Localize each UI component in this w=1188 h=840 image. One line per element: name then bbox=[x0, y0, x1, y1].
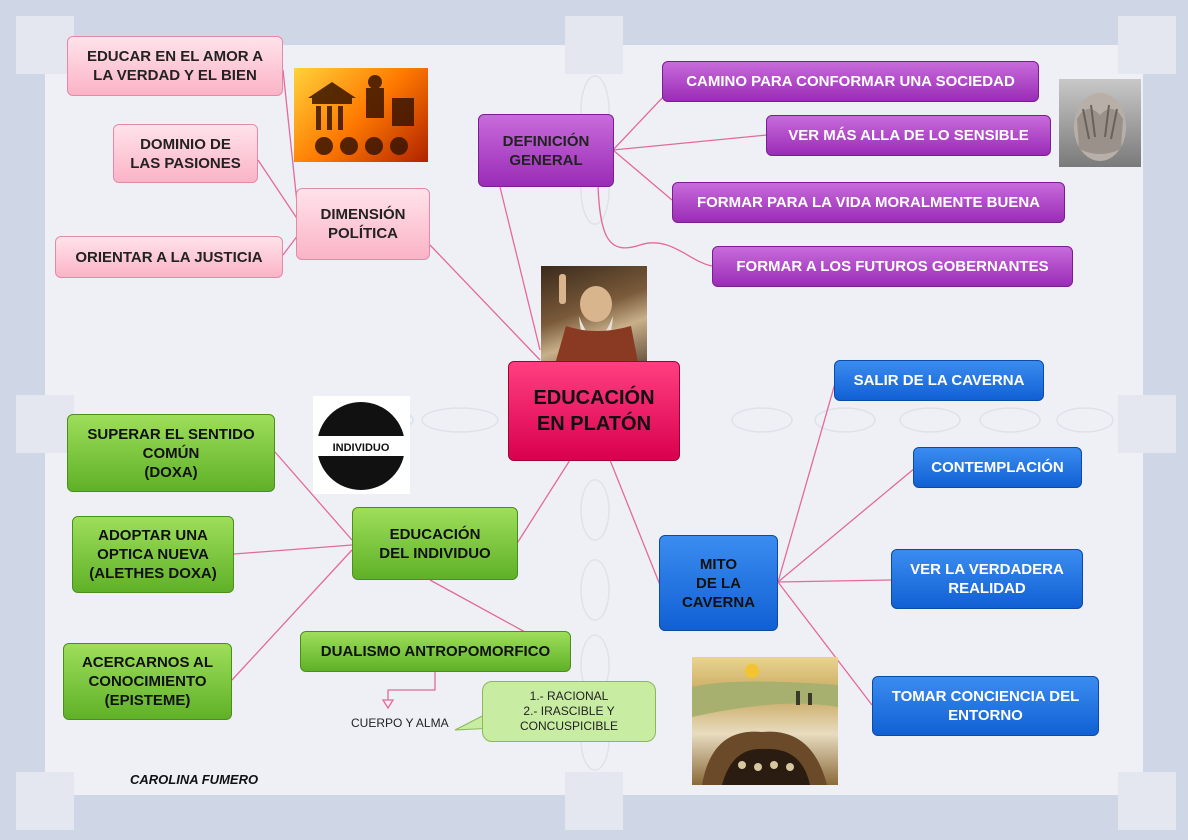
frame-corner bbox=[16, 395, 74, 453]
callout-line1: 1.- RACIONAL bbox=[529, 689, 609, 703]
mito-item-realidad[interactable]: VER LA VERDADERA REALIDAD bbox=[891, 549, 1083, 609]
dimension-politica-node[interactable]: DIMENSIÓN POLÍTICA bbox=[296, 188, 430, 260]
mito-item-realidad-line2: REALIDAD bbox=[948, 580, 1026, 597]
definicion-item-sensible[interactable]: VER MÁS ALLA DE LO SENSIBLE bbox=[766, 115, 1051, 156]
individuo-item-doxa-line3: (DOXA) bbox=[144, 463, 198, 481]
mito-item-salir-label: SALIR DE LA CAVERNA bbox=[853, 372, 1025, 389]
frame-corner bbox=[16, 16, 74, 74]
politica-image bbox=[294, 68, 428, 162]
definicion-item-vida-moral[interactable]: FORMAR PARA LA VIDA MORALMENTE BUENA bbox=[672, 182, 1065, 223]
mito-item-entorno-line1: TOMAR CONCIENCIA DEL bbox=[891, 688, 1080, 705]
definicion-general-line1: DEFINICIÓN bbox=[502, 132, 590, 150]
frame-corner bbox=[16, 772, 74, 830]
educacion-individuo-line1: EDUCACIÓN bbox=[389, 525, 481, 543]
definicion-general-line2: GENERAL bbox=[509, 151, 583, 169]
politica-item-justicia[interactable]: ORIENTAR A LA JUSTICIA bbox=[55, 236, 283, 278]
dualismo-label: DUALISMO ANTROPOMORFICO bbox=[320, 643, 551, 660]
mito-item-realidad-line1: VER LA VERDADERA bbox=[910, 561, 1064, 578]
politica-item-amor-line1: EDUCAR EN EL AMOR A bbox=[86, 48, 264, 65]
individuo-item-episteme-line1: ACERCARNOS AL bbox=[81, 654, 214, 671]
mito-item-entorno[interactable]: TOMAR CONCIENCIA DEL ENTORNO bbox=[872, 676, 1099, 736]
mito-caverna-line3: CAVERNA bbox=[681, 593, 756, 611]
mito-item-contemplacion[interactable]: CONTEMPLACIÓN bbox=[913, 447, 1082, 488]
individuo-item-episteme[interactable]: ACERCARNOS AL CONOCIMIENTO (EPISTEME) bbox=[63, 643, 232, 720]
hands-over-eyes-image bbox=[1059, 79, 1141, 167]
politica-item-justicia-label: ORIENTAR A LA JUSTICIA bbox=[75, 248, 263, 266]
definicion-item-sociedad-label: CAMINO PARA CONFORMAR UNA SOCIEDAD bbox=[686, 73, 1015, 90]
individuo-item-alethes-line2: OPTICA NUEVA bbox=[97, 546, 209, 563]
educacion-individuo-line2: DEL INDIVIDUO bbox=[379, 544, 491, 562]
dimension-politica-line2: POLÍTICA bbox=[327, 225, 398, 242]
individuo-item-doxa-line1: SUPERAR EL SENTIDO bbox=[87, 425, 255, 443]
callout-line2: 2.- IRASCIBLE Y bbox=[523, 704, 615, 718]
frame-corner bbox=[1118, 772, 1176, 830]
individuo-item-episteme-line2: CONOCIMIENTO bbox=[88, 673, 207, 690]
mito-item-contemplacion-label: CONTEMPLACIÓN bbox=[931, 459, 1064, 476]
dualismo-node[interactable]: DUALISMO ANTROPOMORFICO bbox=[300, 631, 571, 672]
definicion-item-vida-moral-label: FORMAR PARA LA VIDA MORALMENTE BUENA bbox=[696, 194, 1041, 211]
individuo-item-alethes[interactable]: ADOPTAR UNA OPTICA NUEVA (ALETHES DOXA) bbox=[72, 516, 234, 593]
politica-item-amor-line2: LA VERDAD Y EL BIEN bbox=[93, 67, 257, 84]
frame-corner bbox=[1118, 395, 1176, 453]
cave-image bbox=[692, 657, 838, 785]
politica-item-amor[interactable]: EDUCAR EN EL AMOR A LA VERDAD Y EL BIEN bbox=[67, 36, 283, 96]
frame-corner bbox=[565, 772, 623, 830]
definicion-item-gobernantes-label: FORMAR A LOS FUTUROS GOBERNANTES bbox=[736, 258, 1049, 275]
mito-caverna-line1: MITO bbox=[699, 555, 738, 573]
definicion-item-gobernantes[interactable]: FORMAR A LOS FUTUROS GOBERNANTES bbox=[712, 246, 1073, 287]
politica-item-pasiones-line2: LAS PASIONES bbox=[130, 154, 241, 172]
cuerpo-alma-label: CUERPO Y ALMA bbox=[351, 716, 449, 730]
individuo-item-doxa-line2: COMÚN bbox=[142, 444, 200, 462]
central-node[interactable]: EDUCACIÓN EN PLATÓN bbox=[508, 361, 680, 461]
dimension-politica-line1: DIMENSIÓN bbox=[320, 206, 406, 223]
individuo-item-alethes-line3: (ALETHES DOXA) bbox=[89, 565, 217, 582]
frame-corner bbox=[1118, 16, 1176, 74]
individuo-image: INDIVIDUO bbox=[313, 396, 410, 494]
definicion-item-sensible-label: VER MÁS ALLA DE LO SENSIBLE bbox=[788, 127, 1029, 144]
mito-caverna-line2: DE LA bbox=[696, 574, 741, 592]
frame-corner bbox=[565, 16, 623, 74]
individuo-item-alethes-line1: ADOPTAR UNA bbox=[98, 527, 208, 544]
mito-item-salir[interactable]: SALIR DE LA CAVERNA bbox=[834, 360, 1044, 401]
central-node-line1: EDUCACIÓN bbox=[533, 387, 655, 409]
callout-line3: CONCUSPICIBLE bbox=[519, 719, 619, 733]
definicion-item-sociedad[interactable]: CAMINO PARA CONFORMAR UNA SOCIEDAD bbox=[662, 61, 1039, 102]
politica-item-pasiones-line1: DOMINIO DE bbox=[140, 135, 231, 153]
author-label: CAROLINA FUMERO bbox=[130, 772, 259, 787]
individuo-image-text: INDIVIDUO bbox=[333, 442, 390, 454]
individuo-item-episteme-line3: (EPISTEME) bbox=[104, 692, 191, 709]
central-node-line2: EN PLATÓN bbox=[536, 413, 652, 435]
mito-item-entorno-line2: ENTORNO bbox=[948, 707, 1023, 724]
